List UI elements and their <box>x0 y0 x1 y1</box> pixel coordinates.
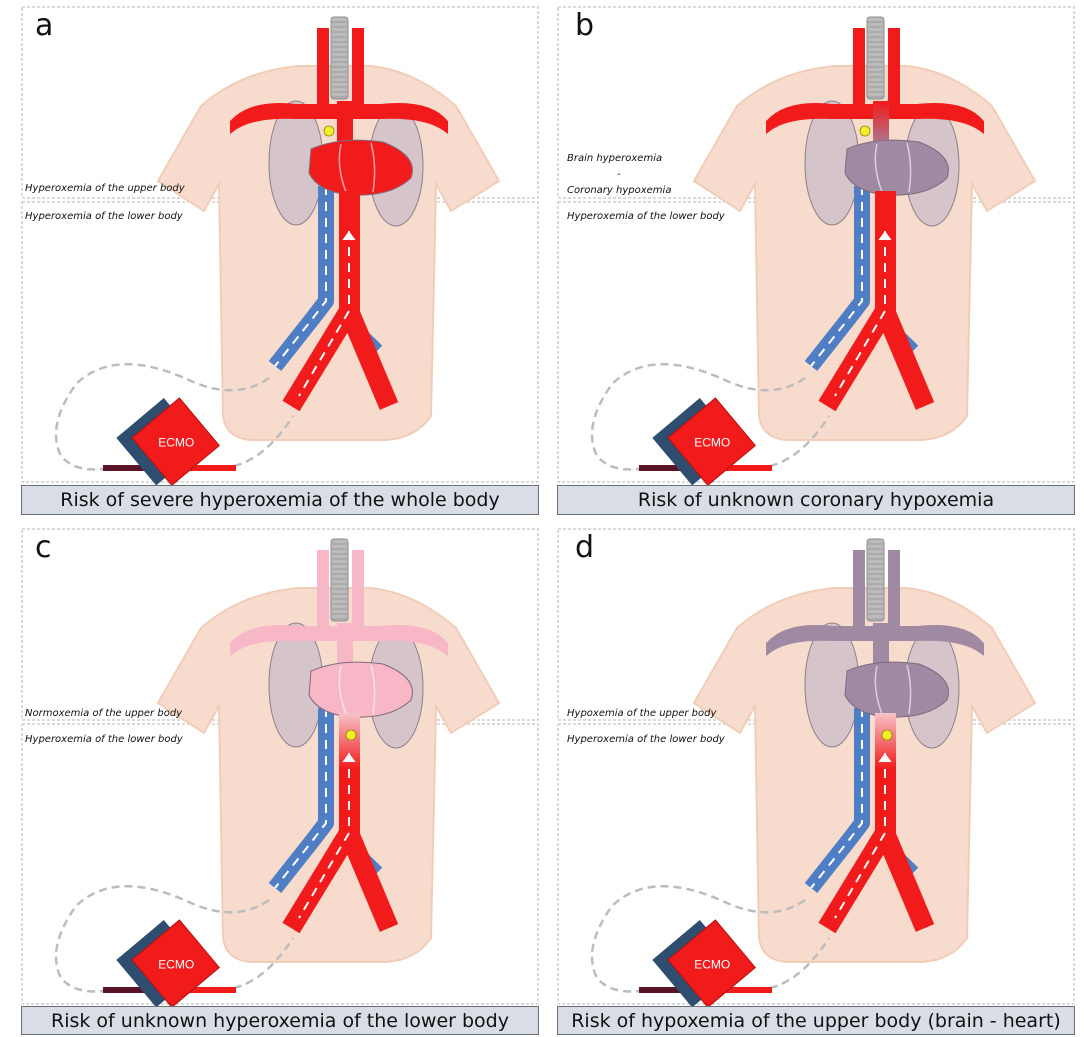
panel-letter: d <box>575 530 594 565</box>
oxygen-marker <box>882 730 892 740</box>
note-upper-body: Hypoxemia of the upper body <box>567 708 716 719</box>
note-lower-body: Hyperoxemia of the lower body <box>567 734 725 745</box>
anatomy-diagram-d: ECMO <box>557 528 1075 1036</box>
note-lower-body: Hyperoxemia of the lower body <box>25 211 183 222</box>
anatomy-diagram-b: ECMO <box>557 6 1075 514</box>
ecmo-label: ECMO <box>694 435 730 449</box>
ecmo-device-icon: ECMO <box>116 912 219 1015</box>
right-carotid <box>352 28 364 113</box>
ecmo-device-icon: ECMO <box>116 390 219 493</box>
panel-a: ECMO a Hyperoxemia of the upper body Hyp… <box>21 6 539 514</box>
panel-caption: Risk of unknown coronary hypoxemia <box>557 485 1075 515</box>
ecmo-label: ECMO <box>158 435 194 449</box>
panel-letter: c <box>35 530 52 565</box>
note-brain: Brain hyperoxemia <box>567 153 662 164</box>
panel-caption: Risk of hypoxemia of the upper body (bra… <box>557 1006 1075 1035</box>
note-lower-body: Hyperoxemia of the lower body <box>567 211 725 222</box>
oxygen-marker <box>860 126 870 136</box>
panel-b: ECMO b Brain hyperoxemia - Coronary hypo… <box>557 6 1075 514</box>
ecmo-label: ECMO <box>694 957 730 971</box>
panel-letter: a <box>35 8 53 43</box>
note-coronary: Coronary hypoxemia <box>567 185 671 196</box>
oxygen-marker <box>346 730 356 740</box>
left-carotid <box>853 550 865 635</box>
left-carotid <box>853 28 865 113</box>
left-carotid <box>317 28 329 113</box>
ecmo-label: ECMO <box>158 957 194 971</box>
ecmo-device-icon: ECMO <box>652 390 755 493</box>
heart <box>309 140 412 195</box>
anatomy-diagram-a: ECMO <box>21 6 539 514</box>
right-carotid <box>888 550 900 635</box>
oxygen-marker <box>324 126 334 136</box>
panel-letter: b <box>575 8 594 43</box>
left-carotid <box>317 550 329 635</box>
panel-caption: Risk of unknown hyperoxemia of the lower… <box>21 1006 539 1035</box>
heart <box>845 140 948 195</box>
note-lower-body: Hyperoxemia of the lower body <box>25 734 183 745</box>
note-separator: - <box>617 169 621 180</box>
right-carotid <box>888 28 900 113</box>
note-upper-body: Hyperoxemia of the upper body <box>25 183 185 194</box>
panel-c: ECMO c Normoxemia of the upper body Hype… <box>21 528 539 1036</box>
heart <box>309 662 412 717</box>
ecmo-device-icon: ECMO <box>652 912 755 1015</box>
heart <box>845 662 948 717</box>
panel-d: ECMO d Hypoxemia of the upper body Hyper… <box>557 528 1075 1036</box>
panel-caption: Risk of severe hyperoxemia of the whole … <box>21 485 539 515</box>
right-carotid <box>352 550 364 635</box>
note-upper-body: Normoxemia of the upper body <box>25 708 182 719</box>
anatomy-diagram-c: ECMO <box>21 528 539 1036</box>
